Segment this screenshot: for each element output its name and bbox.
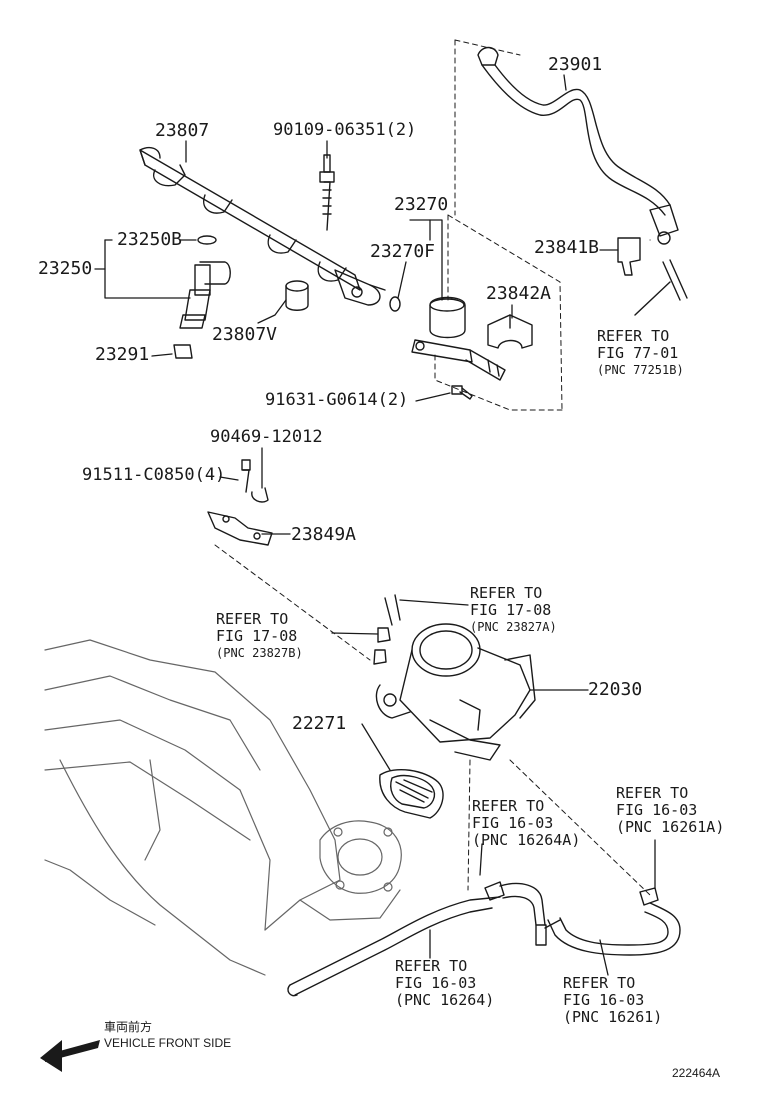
fuel-injector-23250-drawing bbox=[179, 261, 231, 329]
intake-manifold-drawing bbox=[44, 639, 402, 976]
ref-line: REFER TO bbox=[563, 974, 636, 992]
guide-lines bbox=[467, 759, 651, 896]
clamp-23842a-drawing bbox=[487, 314, 533, 349]
ref-pnc: (PNC 23827A) bbox=[470, 620, 557, 634]
ref-line: REFER TO bbox=[597, 327, 670, 345]
direction-jp: 車両前方 bbox=[104, 1020, 153, 1034]
ref-pnc: (PNC 16264A) bbox=[472, 831, 581, 849]
cushion-23807v-drawing bbox=[285, 280, 309, 311]
ref-pnc: (PNC 16264) bbox=[395, 991, 495, 1009]
part-23849a[interactable]: 23849A bbox=[291, 524, 357, 545]
direction-en: VEHICLE FRONT SIDE bbox=[104, 1036, 232, 1050]
ref-line: FIG 17-08 bbox=[216, 627, 298, 645]
part-23842a[interactable]: 23842A bbox=[486, 283, 552, 304]
ref-fig-16-03-b[interactable]: REFER TO FIG 16-03 (PNC 16261A) bbox=[616, 785, 724, 836]
figure-id: 222464A bbox=[672, 1066, 721, 1080]
arrow-head-icon bbox=[40, 1040, 62, 1072]
pressure-regulator-drawing bbox=[411, 296, 506, 381]
insulator-23291-drawing bbox=[173, 344, 193, 359]
bolt-91631-drawing bbox=[451, 385, 473, 400]
part-23841b[interactable]: 23841B bbox=[534, 237, 600, 258]
ref-line: REFER TO bbox=[395, 957, 468, 975]
ref-fig-16-03-d[interactable]: REFER TO FIG 16-03 (PNC 16261) bbox=[563, 975, 662, 1026]
ref-line: FIG 17-08 bbox=[470, 601, 552, 619]
part-23270f[interactable]: 23270F bbox=[370, 241, 436, 262]
ref-line: FIG 16-03 bbox=[472, 814, 554, 832]
part-90109-06351[interactable]: 90109-06351(2) bbox=[273, 120, 417, 140]
ref-pnc: (PNC 23827B) bbox=[216, 646, 303, 660]
part-23291[interactable]: 23291 bbox=[95, 344, 150, 365]
ref-line: FIG 16-03 bbox=[563, 991, 645, 1009]
part-91631-g0614[interactable]: 91631-G0614(2) bbox=[265, 390, 409, 410]
ref-line: REFER TO bbox=[470, 584, 543, 602]
ref-pnc: (PNC 16261) bbox=[563, 1008, 663, 1026]
part-91511-c0850[interactable]: 91511-C0850(4) bbox=[82, 465, 226, 485]
ref-fig-17-08-a[interactable]: REFER TO FIG 17-08 (PNC 23827A) bbox=[470, 585, 557, 636]
part-23250b[interactable]: 23250B bbox=[117, 229, 183, 250]
ref-line: REFER TO bbox=[216, 610, 289, 628]
ref-fig-16-03-c[interactable]: REFER TO FIG 16-03 (PNC 16264) bbox=[395, 958, 494, 1009]
ref-line: FIG 16-03 bbox=[395, 974, 477, 992]
bolt-90109-drawing bbox=[319, 154, 335, 231]
clip-23841b-drawing bbox=[617, 237, 641, 276]
ref-fig-17-08-b[interactable]: REFER TO FIG 17-08 (PNC 23827B) bbox=[216, 611, 303, 662]
part-22030[interactable]: 22030 bbox=[588, 679, 643, 700]
part-23901[interactable]: 23901 bbox=[548, 54, 603, 75]
ref-fig-77-01[interactable]: REFER TO FIG 77-01 (PNC 77251B) bbox=[597, 328, 684, 379]
ref-line: REFER TO bbox=[472, 797, 545, 815]
water-hose-16264-drawing bbox=[287, 881, 547, 997]
o-ring-23250b-drawing bbox=[197, 235, 217, 245]
fuel-pipe-ref-drawing bbox=[634, 259, 688, 316]
ref-pnc: (PNC 77251B) bbox=[597, 363, 684, 377]
gasket-22271-drawing bbox=[379, 769, 444, 819]
throttle-body-22030-drawing bbox=[373, 594, 536, 761]
part-23807[interactable]: 23807 bbox=[155, 120, 210, 141]
bracket-guide-line bbox=[214, 544, 371, 661]
part-90469-12012[interactable]: 90469-12012 bbox=[210, 427, 323, 447]
ref-line: REFER TO bbox=[616, 784, 689, 802]
ref-line: FIG 77-01 bbox=[597, 344, 679, 362]
part-23807v[interactable]: 23807V bbox=[212, 324, 278, 345]
bracket-23849a-drawing bbox=[207, 459, 273, 546]
fuel-delivery-pipe-drawing bbox=[139, 146, 386, 306]
fuel-hose-23901-drawing bbox=[477, 46, 679, 245]
ref-line: FIG 16-03 bbox=[616, 801, 698, 819]
ref-fig-16-03-a[interactable]: REFER TO FIG 16-03 (PNC 16264A) bbox=[472, 798, 580, 849]
part-23250[interactable]: 23250 bbox=[38, 258, 93, 279]
leader-lines bbox=[94, 74, 656, 976]
ref-pnc: (PNC 16261A) bbox=[616, 818, 725, 836]
water-hose-16261-drawing bbox=[544, 887, 681, 956]
hose-group-box bbox=[454, 39, 651, 241]
regulator-group-box bbox=[434, 214, 563, 411]
part-23270[interactable]: 23270 bbox=[394, 194, 449, 215]
o-ring-23270f-drawing bbox=[389, 296, 401, 312]
part-22271[interactable]: 22271 bbox=[292, 713, 347, 734]
